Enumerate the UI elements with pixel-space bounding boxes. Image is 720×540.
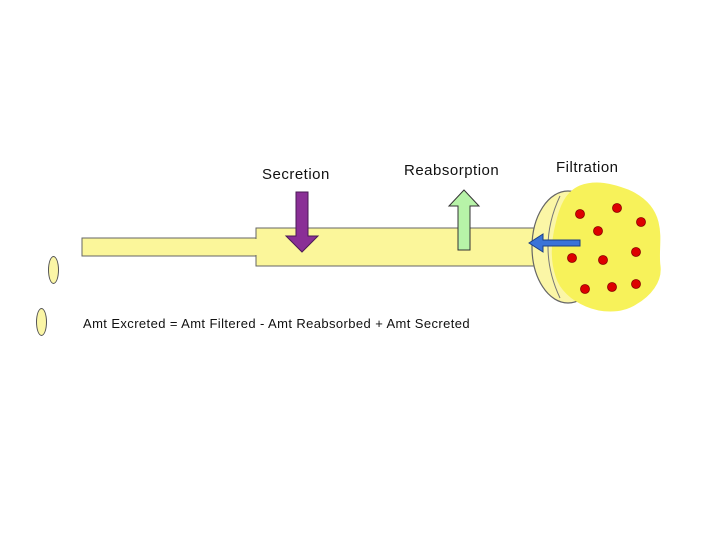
particle [567, 253, 577, 263]
reabsorption-label: Reabsorption [404, 162, 500, 179]
particle [631, 247, 641, 257]
secretion-label: Secretion [262, 166, 330, 183]
tubule-joint [252, 239, 260, 255]
particle [575, 209, 585, 219]
oval-bullet-icon [48, 256, 59, 284]
plasma-particles [567, 203, 646, 294]
filtration-label: Filtration [556, 159, 619, 176]
filtration-arrow-icon [528, 233, 581, 253]
particle [636, 217, 646, 227]
excretion-equation: Amt Excreted = Amt Filtered - Amt Reabso… [83, 316, 471, 331]
particle [598, 255, 608, 265]
oval-bullet-icon [36, 308, 47, 336]
particle [631, 279, 641, 289]
secretion-arrow-icon [284, 191, 320, 253]
particle [607, 282, 617, 292]
glomerulus [551, 182, 661, 312]
tubule-narrow-segment [81, 237, 259, 257]
particle [593, 226, 603, 236]
reabsorption-arrow-icon [447, 189, 481, 251]
particle [612, 203, 622, 213]
capsule-inner-line [547, 195, 561, 299]
particle [580, 284, 590, 294]
